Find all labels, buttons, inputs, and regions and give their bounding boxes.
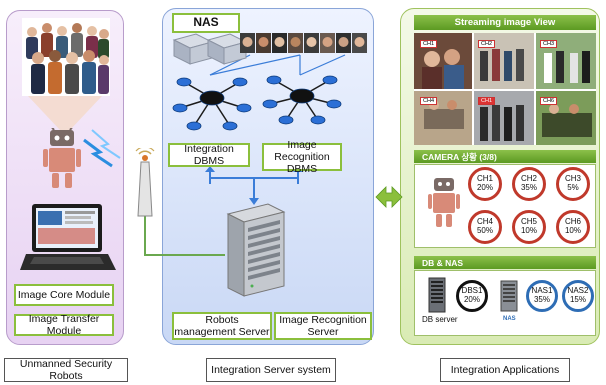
face-thumbnails xyxy=(240,33,368,53)
stream-tag-ch4: CH4 xyxy=(420,97,438,105)
nas-storage-icon xyxy=(172,30,250,70)
nas-label: NAS xyxy=(172,13,240,33)
stream-tag-ch1: CH1 xyxy=(420,40,438,48)
antenna-to-server-line xyxy=(144,215,225,256)
robot-icon xyxy=(42,125,82,190)
wireless-bolt-icon xyxy=(83,138,113,168)
bidirectional-arrow-icon xyxy=(375,186,403,208)
robot-small-icon xyxy=(426,176,462,228)
antenna-tower-icon xyxy=(130,146,160,218)
streaming-grid xyxy=(414,33,596,145)
robots-management-server-label: Robots management Server xyxy=(172,312,272,340)
integration-dbms-label: Integration DBMS xyxy=(168,143,250,167)
laptop-icon xyxy=(20,200,116,280)
people-crowd-image xyxy=(22,18,110,96)
apps-bottom-label: Integration Applications xyxy=(440,358,570,382)
stream-tag-ch1-red: CH1 xyxy=(478,97,496,105)
image-recognition-server-label: Image Recognition Server xyxy=(274,312,372,340)
db-nas-bar: DB & NAS xyxy=(414,256,596,269)
server-bottom-label: Integration Server system xyxy=(206,358,336,382)
nas-small-label: NAS xyxy=(503,316,516,322)
image-recognition-dbms-label: Image Recognition DBMS xyxy=(262,139,342,175)
db-server-label: DB server xyxy=(422,315,458,324)
stream-tag-ch6: CH6 xyxy=(540,97,558,105)
image-recognition-dbms-icon xyxy=(262,68,342,138)
nas-small-icon xyxy=(500,280,518,312)
streaming-view-title-bar: Streaming image View xyxy=(414,15,596,30)
robots-bottom-label: Unmanned Security Robots xyxy=(4,358,128,382)
stream-tag-ch3: CH3 xyxy=(540,40,558,48)
stream-tag-ch2: CH2 xyxy=(478,40,496,48)
integration-dbms-icon xyxy=(172,68,252,138)
image-core-module-box: Image Core Module xyxy=(14,284,114,306)
spotlight-cone xyxy=(28,96,102,130)
camera-status-bar: CAMERA 상황 (3/8) xyxy=(414,150,596,163)
image-transfer-module-box: Image Transfer Module xyxy=(14,313,114,337)
db-server-icon xyxy=(428,277,446,313)
server-tower-icon xyxy=(222,200,288,300)
